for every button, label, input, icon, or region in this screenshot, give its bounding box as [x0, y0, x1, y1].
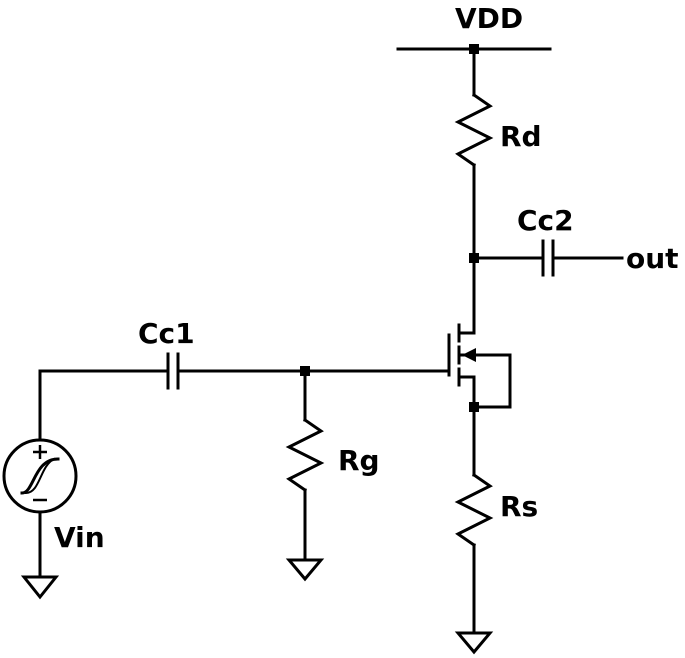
vdd-label: VDD: [455, 2, 523, 35]
rg-label: Rg: [338, 444, 380, 477]
rs-label: Rs: [500, 490, 538, 523]
resistor-rd: [454, 47, 494, 260]
cc1-label: Cc1: [138, 317, 195, 350]
ground-symbol-vin: [20, 575, 60, 600]
rd-label: Rd: [500, 120, 542, 153]
resistor-rg: [285, 369, 325, 562]
ground-symbol-gate: [285, 558, 325, 582]
out-label: out: [626, 242, 679, 275]
capacitor-cc1: [38, 352, 307, 390]
gate-wire: [300, 366, 451, 376]
capacitor-cc2: [472, 239, 624, 277]
cc2-label: Cc2: [517, 204, 574, 237]
vin-label: Vin: [54, 521, 105, 554]
resistor-rs: [454, 405, 494, 635]
nmos-transistor: [447, 256, 512, 409]
ground-symbol-source: [454, 631, 494, 655]
ac-voltage-source: [2, 369, 78, 577]
